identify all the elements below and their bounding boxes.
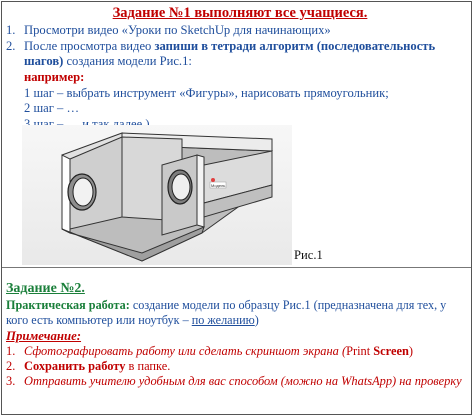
step-text: Сфотографировать работу или сделать скри… [24, 344, 347, 358]
step-number: 2. [6, 359, 16, 374]
item-number: 1. [6, 23, 16, 37]
practical-end: ) [254, 313, 259, 327]
task1-list: 1. Просмотри видео «Уроки по SketchUp дл… [6, 23, 468, 70]
figure-caption: Рис.1 [294, 248, 323, 262]
item-text: Просмотри видео «Уроки по SketchUp для н… [24, 23, 331, 37]
task2-steps: 1. Сфотографировать работу или сделать с… [6, 344, 468, 390]
item-text-after: создания модели Рис.1: [63, 54, 192, 68]
practical-text: Практическая работа: создание модели по … [6, 298, 469, 328]
step-bold: Screen [373, 344, 409, 358]
example-label: например: [24, 70, 85, 84]
red-cursor-icon [211, 178, 215, 182]
task1-item-1: 1. Просмотри видео «Уроки по SketchUp дл… [6, 23, 468, 39]
step-text: Отправить учителю удобным для вас способ… [24, 374, 462, 389]
practical-optional: по желанию [191, 313, 255, 327]
step-end: ) [408, 344, 413, 358]
step-number: 3. [6, 374, 16, 389]
task2-step-3: 3. Отправить учителю удобным для вас спо… [6, 374, 468, 389]
item-number: 2. [6, 38, 16, 53]
practical-desc: создание модели по образцу Рис.1 (предна… [6, 298, 447, 327]
example-line-1: 1 шаг – выбрать инструмент «Фигуры», нар… [24, 85, 389, 100]
item-text-bold: запиши в тетради алгоритм (последователь… [24, 38, 436, 69]
model-tag-label: Модель [211, 183, 225, 188]
step-bold: Сохранить работу [24, 359, 126, 374]
task2-step-2: 2. Сохранить работу в папке. [6, 359, 468, 374]
task1-item-2: 2. После просмотра видео запиши в тетрад… [6, 39, 468, 70]
example-block: например: 1 шаг – выбрать инструмент «Фи… [24, 70, 389, 132]
task2-title: Задание №2. [6, 281, 85, 296]
step-text: в папке. [125, 359, 171, 374]
task2-step-1: 1. Сфотографировать работу или сделать с… [6, 344, 468, 359]
example-line-2: 2 шаг – … [24, 101, 80, 115]
model-tag [209, 181, 227, 189]
item-text-before: После просмотра видео [24, 38, 155, 53]
practical-label: Практическая работа: [6, 298, 130, 312]
task1-title: Задание №1 выполняют все учащиеся. [112, 5, 368, 21]
note-label: Примечание: [6, 329, 82, 343]
step-number: 1. [6, 344, 16, 358]
model-figure: Модель [22, 125, 292, 265]
step-plain: Print [346, 344, 374, 358]
section-divider [2, 267, 471, 268]
